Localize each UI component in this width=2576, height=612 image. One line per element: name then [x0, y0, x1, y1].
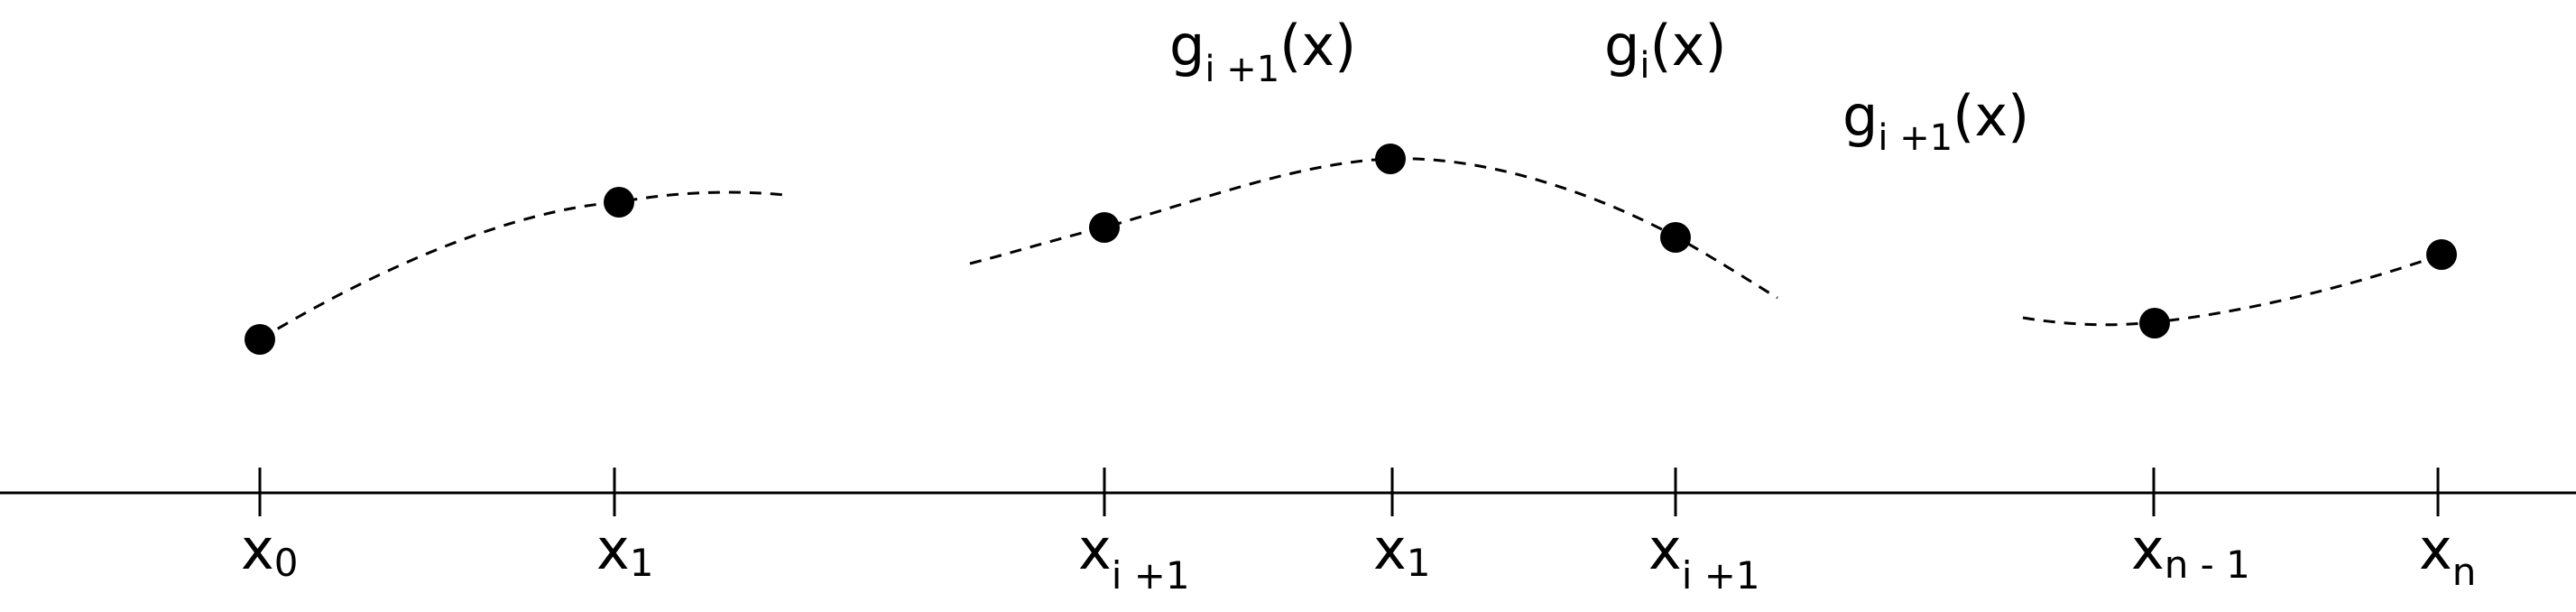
knot-point-xi-plus-1-a — [1089, 212, 1120, 243]
spline-segment-left — [259, 190, 786, 341]
axis-label-xi-plus-1-a: xi +1 — [1078, 516, 1190, 598]
function-label-g-i-plus-1-right: gi +1(x) — [1842, 83, 2029, 159]
knot-point-xi-plus-1-b — [1660, 222, 1691, 253]
knot-point-x1 — [604, 187, 634, 218]
knot-point-xn-minus-1 — [2139, 308, 2170, 338]
axis-label-xn-minus-1: xn - 1 — [2131, 516, 2250, 587]
knot-point-x0 — [245, 324, 275, 355]
axis-label-x0: x0 — [241, 516, 298, 585]
knot-point-x1-mid — [1375, 144, 1406, 174]
axis-label-xi-plus-1-b: xi +1 — [1648, 516, 1760, 598]
axis-label-x1: x1 — [596, 516, 653, 585]
axis-label-x1-mid: x1 — [1373, 516, 1430, 585]
function-label-g-i-plus-1-left: gi +1(x) — [1169, 13, 1356, 90]
spline-segment-right — [2022, 253, 2442, 327]
axis-label-xn: xn — [2419, 516, 2476, 594]
function-label-g-i: gi(x) — [1604, 13, 1727, 87]
knot-point-xn — [2426, 239, 2457, 270]
